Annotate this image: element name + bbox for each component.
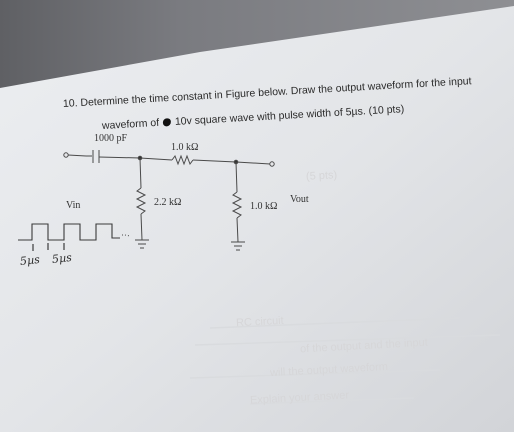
- shunt-resistor-2: [231, 191, 243, 219]
- shunt-resistor-2-label: 1.0 kΩ: [250, 201, 278, 212]
- output-label: Vout: [290, 194, 309, 205]
- input-square-wave: [18, 223, 120, 241]
- handwritten-pulse-width-1: 5µs: [19, 253, 41, 268]
- bleed-text-top: (5 pts): [305, 169, 338, 183]
- circuit-diagram: [18, 150, 275, 251]
- bleed-through: [189, 317, 501, 405]
- handwritten-pulse-width-2: 5µs: [51, 251, 73, 266]
- input-label: Vin: [66, 200, 81, 211]
- capacitor-label: 1000 pF: [94, 133, 128, 144]
- shunt-resistor-1: [135, 187, 147, 215]
- bleed-text-mid: RC circuit: [235, 314, 284, 330]
- input-terminal: [63, 152, 69, 158]
- series-resistor: [171, 154, 194, 166]
- series-resistor-label: 1.0 kΩ: [171, 142, 199, 153]
- shunt-resistor-1-label: 2.2 kΩ: [154, 197, 182, 208]
- ink-blot-icon: [162, 118, 172, 127]
- output-terminal: [269, 161, 275, 167]
- paper: [0, 6, 514, 432]
- handwritten-ticks: [32, 243, 65, 251]
